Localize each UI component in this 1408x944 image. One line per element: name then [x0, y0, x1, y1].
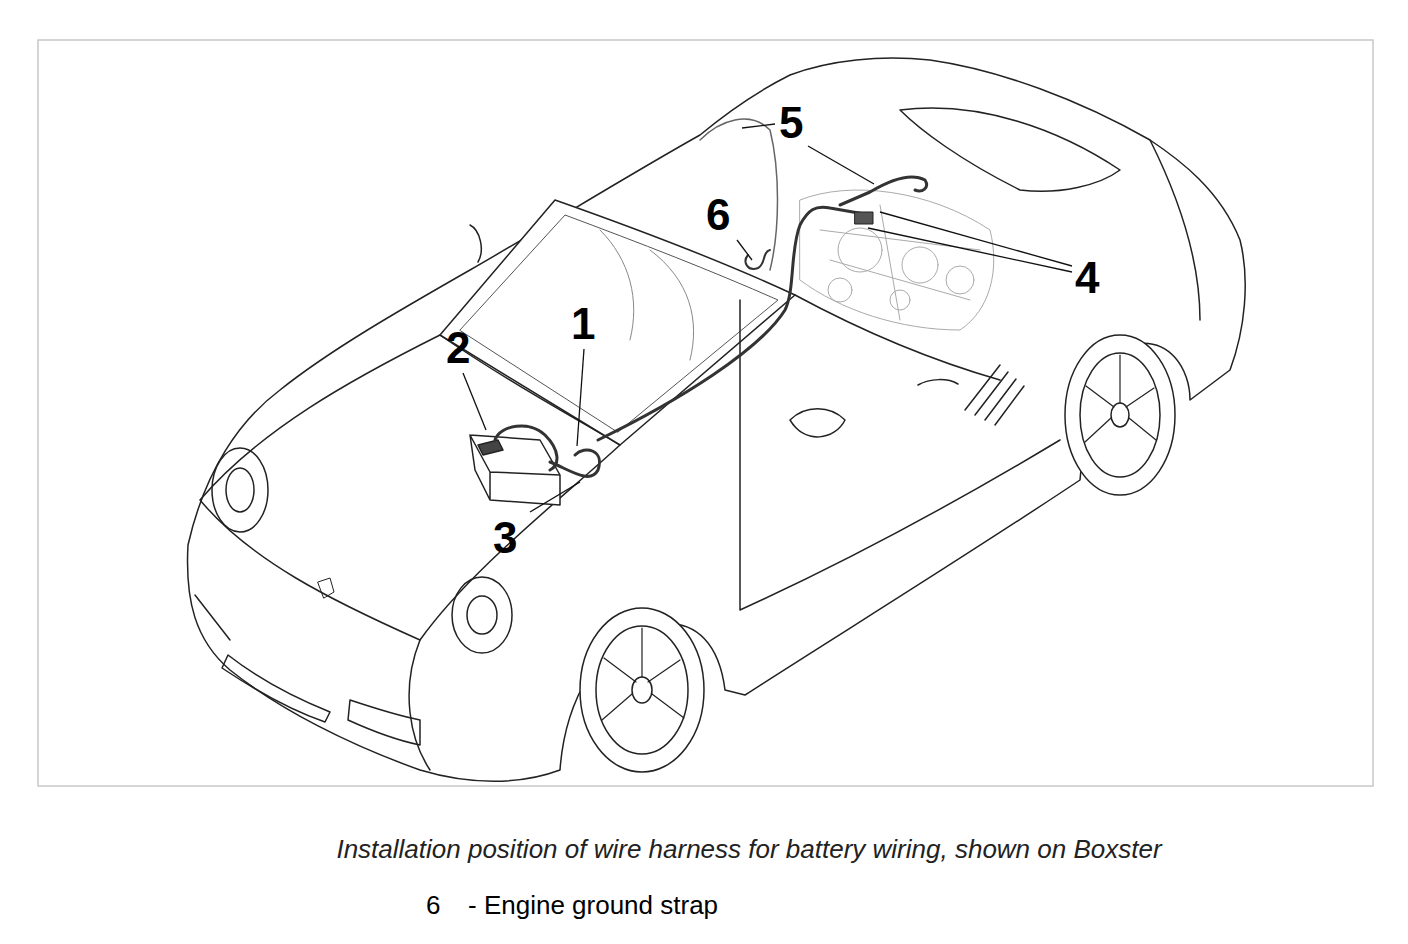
callout-number: 3 [493, 516, 517, 560]
car-body [187, 58, 1245, 781]
headlight-lens [467, 596, 497, 634]
battery-cable [495, 426, 557, 470]
rear-fender [1150, 140, 1200, 320]
key-number: 6 [426, 892, 440, 918]
connector [855, 212, 873, 224]
callout-number: 1 [571, 302, 595, 346]
hood-edge [409, 640, 430, 770]
door-handle [918, 380, 958, 385]
rear-rim [1080, 353, 1160, 477]
battery-terminal [478, 440, 503, 455]
windshield [440, 200, 795, 445]
mirror [790, 409, 845, 437]
door [740, 300, 1060, 610]
interior [600, 230, 694, 360]
figure-caption: Installation position of wire harness fo… [336, 836, 1161, 862]
front-rim [596, 626, 688, 754]
main-harness [598, 207, 870, 440]
seat [700, 119, 778, 270]
callout-number: 5 [779, 101, 803, 145]
headlight [212, 448, 268, 532]
grille [348, 700, 420, 745]
rear-wheel [1065, 335, 1175, 495]
key-text: - Engine ground strap [468, 892, 718, 918]
callout-number: 2 [446, 326, 470, 370]
windshield-glass [460, 215, 778, 432]
rear-deck [900, 108, 1120, 191]
mirror-left [470, 225, 481, 262]
rear-spokes [1085, 355, 1156, 442]
battery [470, 435, 560, 505]
cable-loop [550, 450, 599, 476]
callout-number: 6 [706, 193, 730, 237]
figure-frame [38, 40, 1373, 786]
logo [318, 578, 334, 598]
callout-number: 4 [1075, 256, 1099, 300]
headlight-lens [226, 468, 254, 512]
engine [800, 190, 994, 330]
headlight [452, 577, 512, 653]
wire-harness [495, 177, 927, 477]
front-spokes [602, 628, 684, 720]
side-vent [965, 365, 1024, 425]
front-wheel [580, 608, 704, 772]
grille [195, 595, 230, 640]
grille [222, 655, 330, 722]
ground-strap [746, 250, 770, 269]
harness-branch [840, 177, 927, 205]
leader-lines [463, 124, 1072, 512]
